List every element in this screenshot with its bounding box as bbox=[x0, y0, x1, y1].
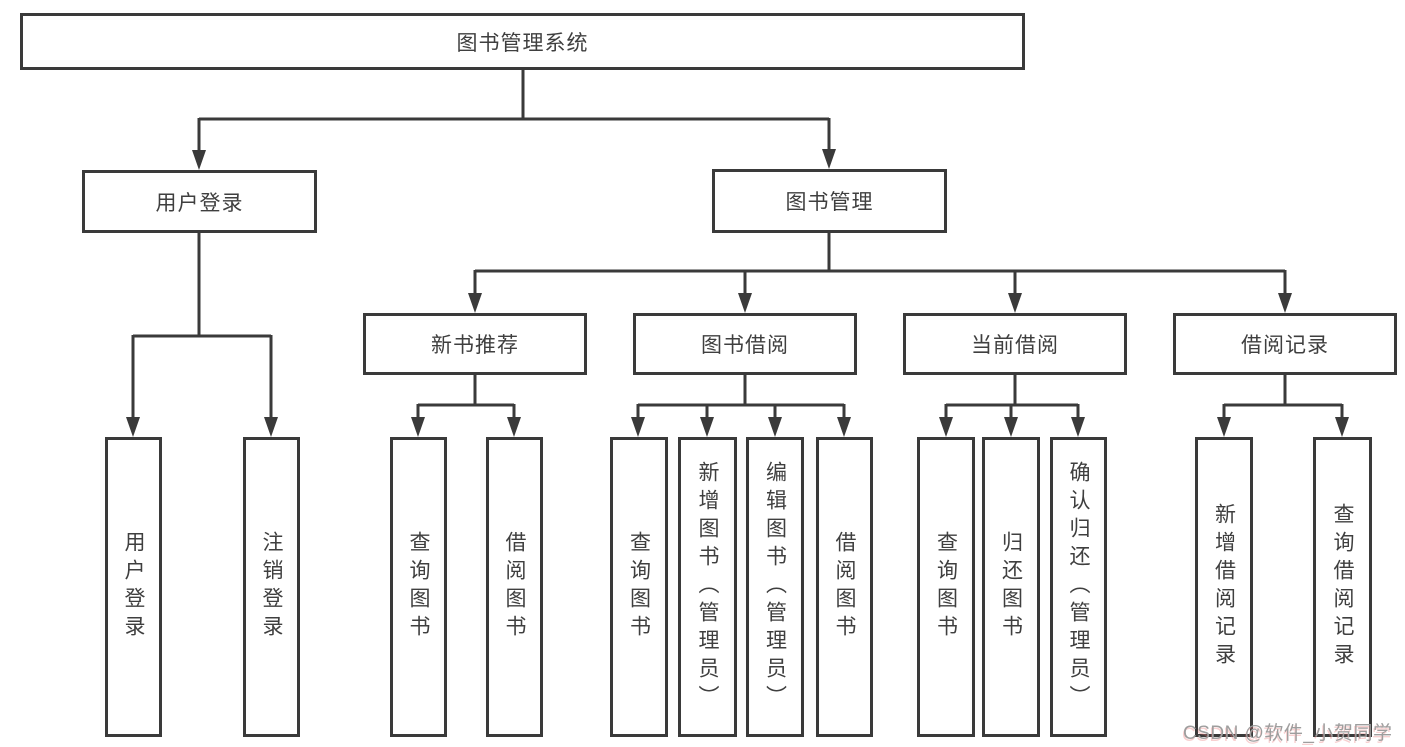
leaf-query-books-recommend: 查询图书 bbox=[390, 437, 447, 737]
leaf-label: 新增图书（管理员） bbox=[696, 461, 719, 713]
node-label: 当前借阅 bbox=[971, 334, 1059, 357]
leaf-label: 借阅图书 bbox=[833, 531, 856, 643]
node-label: 新书推荐 bbox=[431, 334, 519, 357]
node-new-book-recommendation: 新书推荐 bbox=[363, 313, 587, 375]
leaf-label: 查询图书 bbox=[407, 531, 430, 643]
leaf-label: 查询图书 bbox=[627, 531, 651, 643]
node-borrowing-records: 借阅记录 bbox=[1173, 313, 1397, 375]
leaf-label: 借阅图书 bbox=[503, 531, 526, 643]
leaf-query-books-borrow: 查询图书 bbox=[610, 437, 668, 737]
node-label: 图书管理 bbox=[785, 191, 874, 214]
leaf-logout: 注销登录 bbox=[243, 437, 300, 737]
leaf-query-borrow-record: 查询借阅记录 bbox=[1313, 437, 1372, 737]
leaf-label: 新增借阅记录 bbox=[1212, 503, 1236, 671]
leaf-return-book: 归还图书 bbox=[982, 437, 1040, 737]
node-book-management: 图书管理 bbox=[712, 169, 947, 233]
arrowhead-icons bbox=[126, 149, 1349, 437]
node-current-borrowing: 当前借阅 bbox=[903, 313, 1127, 375]
leaf-add-book-admin: 新增图书（管理员） bbox=[678, 437, 737, 737]
leaf-borrow-books-recommend: 借阅图书 bbox=[486, 437, 543, 737]
node-book-borrowing: 图书借阅 bbox=[633, 313, 857, 375]
node-root-system: 图书管理系统 bbox=[20, 13, 1025, 70]
leaf-label: 用户登录 bbox=[122, 531, 145, 643]
leaf-edit-book-admin: 编辑图书（管理员） bbox=[746, 437, 804, 737]
node-user-login: 用户登录 bbox=[82, 170, 317, 233]
leaf-confirm-return-admin: 确认归还（管理员） bbox=[1050, 437, 1107, 737]
leaf-label: 归还图书 bbox=[999, 531, 1023, 643]
node-label: 用户登录 bbox=[155, 191, 244, 215]
leaf-borrow-books: 借阅图书 bbox=[816, 437, 873, 737]
node-label: 图书借阅 bbox=[701, 334, 789, 357]
watermark: CSDN @软件_小贺同学 bbox=[1183, 723, 1393, 744]
leaf-query-books-current: 查询图书 bbox=[917, 437, 975, 737]
leaf-label: 查询图书 bbox=[934, 531, 958, 643]
leaf-label: 确认归还（管理员） bbox=[1067, 461, 1090, 713]
leaf-label: 查询借阅记录 bbox=[1331, 503, 1354, 671]
leaf-label: 编辑图书（管理员） bbox=[763, 461, 787, 713]
leaf-user-login: 用户登录 bbox=[105, 437, 162, 737]
leaf-add-borrow-record: 新增借阅记录 bbox=[1195, 437, 1253, 737]
node-label: 图书管理系统 bbox=[456, 31, 589, 55]
leaf-label: 注销登录 bbox=[260, 531, 283, 643]
node-label: 借阅记录 bbox=[1241, 334, 1329, 357]
